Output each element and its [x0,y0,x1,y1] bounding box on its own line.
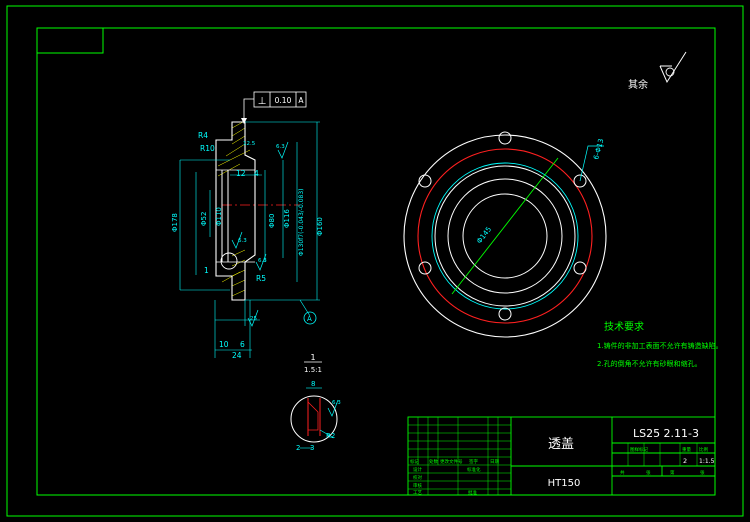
tb-sheet: 共 [620,469,625,476]
detail-dim-2: 2 [296,444,300,452]
dim-12: 12 [236,169,246,178]
scale: 1:1.5 [699,458,715,465]
dia-130-label: Φ130f7(-0.043/-0.083) [298,189,305,257]
tb-row: 审核 [413,482,422,489]
dim-1: 1 [204,266,209,275]
tech-req-item-1: 1.铸件的非加工表面不允许有铸造缺陷。 [597,341,723,350]
bolt-hole [573,261,587,275]
gdt-symbol: ⊥ [258,96,267,107]
ra-mark-4: 6.3 [258,258,267,264]
tb-row: 设计 [413,466,422,473]
tb-row: 工艺 [413,490,422,496]
tb-right-hdr: 比例 [699,446,708,453]
dia-80-label: Φ80 [268,214,276,228]
r4-label: R4 [198,131,208,140]
dim-24: 24 [232,351,242,360]
tb-mid: 批准 [468,489,477,496]
detail-view: 1 1.5:1 8 R2 2 3 6.3 [290,353,341,452]
tb-right-hdr: 重量 [682,446,691,453]
ra-mark-1: 12.5 [243,141,256,147]
drawing-number: LS25 2.11-3 [633,427,699,440]
tb-hdr: 标记 [410,458,419,465]
section-view: A R4 R10 12 4 1 R5 10 6 24 Φ178 Φ52 Φ110… [171,121,324,360]
detail-id: 1 [310,353,315,362]
quantity: 2 [683,457,687,465]
dia-178-label: Φ178 [171,213,179,232]
tb-sheet: 张 [646,469,651,476]
bolt-hole [418,174,432,188]
datum-a-label: A [307,315,312,323]
detail-dim-8: 8 [311,380,315,388]
r5-label: R5 [256,274,266,283]
part-name: 透盖 [548,437,574,452]
bolt-hole [498,307,512,321]
technical-requirements: 技术要求 1.铸件的非加工表面不允许有铸造缺陷。 2.孔的倒角不允许有砂眼和缩孔… [597,320,723,368]
dim-10: 10 [219,340,229,349]
detail-r2: R2 [326,432,335,440]
dim-6: 6 [240,340,245,349]
tb-sheet: 第 [670,469,675,476]
svg-text:其余: 其余 [628,78,648,91]
tb-hdr: 签字 [469,458,478,465]
r10-label: R10 [200,144,215,153]
title-block: 透盖 HT150 LS25 2.11-3 2 1:1.5 标记 处数 更改文件号… [407,416,716,496]
detail-scale: 1.5:1 [304,366,322,374]
dia-110-label: Φ110 [215,207,223,226]
tb-hdr: 日期 [490,459,499,465]
bolt-hole [418,261,432,275]
tb-sheet: 张 [700,469,705,476]
drawing-frame [6,5,744,517]
bolt-hole [498,131,512,145]
gdt-tolerance: 0.10 [275,96,292,105]
dia-116-label: Φ116 [283,209,291,228]
dim-4: 4 [254,169,259,178]
detail-dim-3: 3 [310,444,314,452]
perpendicularity-frame: ⊥ 0.10 A [241,91,307,124]
roughness-default-note: 其余 [628,51,687,91]
tech-req-item-2: 2.孔的倒角不允许有砂眼和缩孔。 [597,359,702,368]
ra-mark-5: 25 [250,316,257,322]
dia-160-label: Φ160 [316,217,324,236]
material: HT150 [548,478,581,489]
tb-hdr: 更改文件号 [440,458,463,465]
dia-52-label: Φ52 [200,212,208,226]
tb-mid: 标准化 [467,466,481,473]
bolt-hole [573,174,587,188]
tb-row: 校对 [413,474,422,481]
ra-mark-2: 6.3 [276,144,285,150]
tb-right-hdr: 图样标记 [630,446,648,453]
gdt-datum: A [298,96,304,105]
tb-hdr: 处数 [429,458,438,465]
ra-mark-3: 6.3 [238,238,247,244]
tech-req-title: 技术要求 [604,320,644,333]
